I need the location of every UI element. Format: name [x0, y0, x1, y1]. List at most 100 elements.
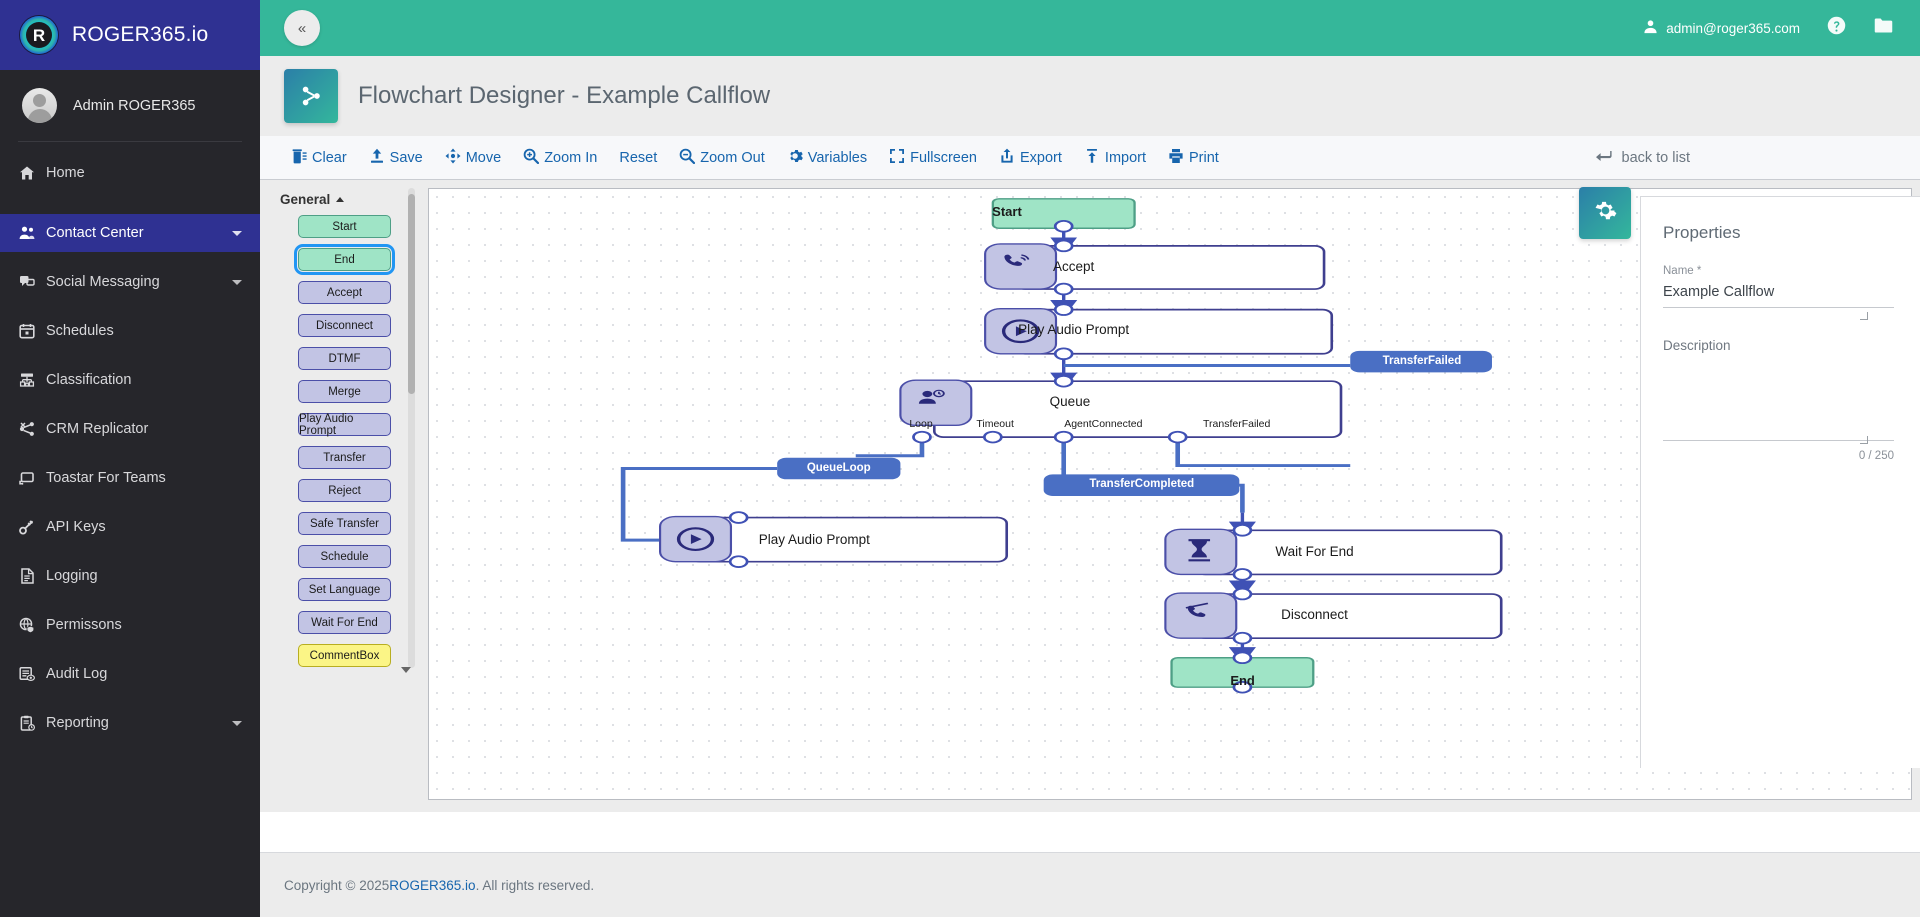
name-input[interactable] — [1663, 281, 1894, 308]
chevron-down-icon[interactable] — [401, 667, 411, 673]
globe-shield-icon — [18, 617, 35, 634]
description-textarea[interactable] — [1663, 361, 1894, 441]
footer-link[interactable]: ROGER365.io — [389, 877, 476, 893]
document-icon — [18, 568, 35, 585]
calendar-icon — [18, 323, 35, 340]
sidebar-item-crm-replicator[interactable]: CRM Replicator — [0, 410, 260, 448]
sidebar-item-label: Home — [46, 165, 85, 181]
node-disconnect[interactable] — [1164, 587, 1503, 645]
chevron-down-icon[interactable] — [232, 720, 242, 726]
sidebar-item-permissons[interactable]: Permissons — [0, 606, 260, 644]
sidebar-item-label: Schedules — [46, 323, 114, 339]
name-field-group: Name * — [1641, 243, 1920, 320]
sidebar-item-contact-center[interactable]: Contact Center — [0, 214, 260, 252]
sidebar-item-toastar-for-teams[interactable]: Toastar For Teams — [0, 459, 260, 497]
zoom-in-icon — [523, 148, 540, 168]
toolbar-export-button[interactable]: Export — [988, 136, 1073, 180]
properties-gear-tab[interactable] — [1579, 187, 1631, 239]
folder-icon[interactable] — [1873, 15, 1894, 41]
sidebar-item-home[interactable]: Home — [0, 154, 260, 192]
brand-header[interactable]: ROGER365.io — [0, 0, 260, 70]
sidebar-item-logging[interactable]: Logging — [0, 557, 260, 595]
sidebar-item-label: API Keys — [46, 519, 106, 535]
palette-item-set-language[interactable]: Set Language — [298, 578, 391, 601]
toolbar-button-label: Clear — [312, 149, 347, 166]
palette-group-label: General — [280, 192, 331, 207]
sidebar-item-schedules[interactable]: Schedules — [0, 312, 260, 350]
name-resize-grip[interactable] — [1860, 312, 1868, 320]
node-queue[interactable] — [899, 374, 1343, 444]
node-play-audio-prompt-1[interactable] — [984, 303, 1334, 361]
palette-scroll-thumb[interactable] — [408, 194, 415, 394]
node-play-audio-prompt-2[interactable] — [659, 511, 1009, 568]
toolbar-save-button[interactable]: Save — [358, 136, 434, 180]
back-to-list-button[interactable]: back to list — [1595, 150, 1690, 166]
toolbar-button-label: Variables — [807, 149, 868, 166]
sidebar-item-label: Toastar For Teams — [46, 470, 166, 486]
sidebar-item-api-keys[interactable]: API Keys — [0, 508, 260, 546]
sidebar-item-label: Classification — [46, 372, 132, 388]
palette-item-reject[interactable]: Reject — [298, 479, 391, 502]
palette-scrollbar[interactable] — [401, 188, 415, 673]
toolbar-variables-button[interactable]: Variables — [776, 136, 878, 180]
palette-item-transfer[interactable]: Transfer — [298, 446, 391, 469]
sidebar-user[interactable]: Admin ROGER365 — [0, 70, 260, 141]
topbar: « admin@roger365.com — [260, 0, 1920, 56]
replicator-icon — [18, 421, 35, 438]
edge-label-queueloop[interactable] — [777, 457, 901, 480]
account-menu[interactable]: admin@roger365.com — [1643, 19, 1800, 37]
node-start[interactable] — [991, 198, 1136, 233]
toolbar-move-button[interactable]: Move — [434, 136, 512, 180]
palette-item-dtmf[interactable]: DTMF — [298, 347, 391, 370]
description-resize-grip[interactable] — [1860, 436, 1868, 444]
edge-label-transfercompleted[interactable] — [1043, 474, 1240, 496]
main-area: « admin@roger365.com Flow — [260, 0, 1920, 917]
sidebar-item-label: Permissons — [46, 617, 122, 633]
toolbar-zoom-out-button[interactable]: Zoom Out — [668, 136, 775, 180]
palette-item-accept[interactable]: Accept — [298, 281, 391, 304]
node-accept[interactable] — [984, 239, 1326, 296]
edge-label-transferfailed[interactable] — [1350, 350, 1492, 373]
palette-item-label: DTMF — [328, 352, 361, 365]
nav-spacer — [0, 192, 260, 203]
toolbar-print-button[interactable]: Print — [1157, 136, 1230, 180]
palette-item-commentbox[interactable]: CommentBox — [298, 644, 391, 667]
toolbar-fullscreen-button[interactable]: Fullscreen — [878, 136, 988, 180]
sidebar-item-social-messaging[interactable]: Social Messaging — [0, 263, 260, 301]
sidebar-item-label: Reporting — [46, 715, 109, 731]
palette-item-safe-transfer[interactable]: Safe Transfer — [298, 512, 391, 535]
toolbar-zoom-in-button[interactable]: Zoom In — [512, 136, 608, 180]
toolbar-import-button[interactable]: Import — [1073, 136, 1157, 180]
sidebar-item-label: Logging — [46, 568, 98, 584]
chevron-down-icon[interactable] — [232, 230, 242, 236]
node-end[interactable] — [1170, 651, 1315, 694]
palette-item-merge[interactable]: Merge — [298, 380, 391, 403]
nav-spacer — [0, 301, 260, 312]
chevron-double-left-icon[interactable]: « — [284, 10, 320, 46]
footer-copyright-prefix: Copyright © 2025 — [284, 877, 390, 893]
palette-item-wait-for-end[interactable]: Wait For End — [298, 611, 391, 634]
avatar-icon — [22, 88, 57, 123]
chevron-down-icon[interactable] — [232, 279, 242, 285]
help-circle-icon[interactable] — [1826, 15, 1847, 41]
flowchart-svg — [620, 198, 1503, 694]
toolbar-reset-button[interactable]: Reset — [608, 136, 668, 180]
footer-copyright-suffix: . All rights reserved. — [475, 877, 595, 893]
palette-item-start[interactable]: Start — [298, 215, 391, 238]
palette-item-end[interactable]: End — [294, 244, 395, 275]
palette-item-disconnect[interactable]: Disconnect — [298, 314, 391, 337]
palette-group-header[interactable]: General — [280, 192, 420, 207]
sidebar-item-audit-log[interactable]: Audit Log — [0, 655, 260, 693]
node-wait-for-end[interactable] — [1164, 524, 1503, 581]
palette-item-schedule[interactable]: Schedule — [298, 545, 391, 568]
sidebar-item-reporting[interactable]: Reporting — [0, 704, 260, 742]
home-icon — [18, 165, 35, 182]
toolbar-button-label: Zoom In — [544, 149, 598, 166]
palette-item-play-audio-prompt[interactable]: Play Audio Prompt — [298, 413, 391, 437]
nav-spacer — [0, 546, 260, 557]
description-label: Description — [1663, 338, 1731, 353]
sidebar-item-classification[interactable]: Classification — [0, 361, 260, 399]
toolbar-clear-button[interactable]: Clear — [280, 136, 358, 180]
account-email: admin@roger365.com — [1666, 20, 1800, 36]
